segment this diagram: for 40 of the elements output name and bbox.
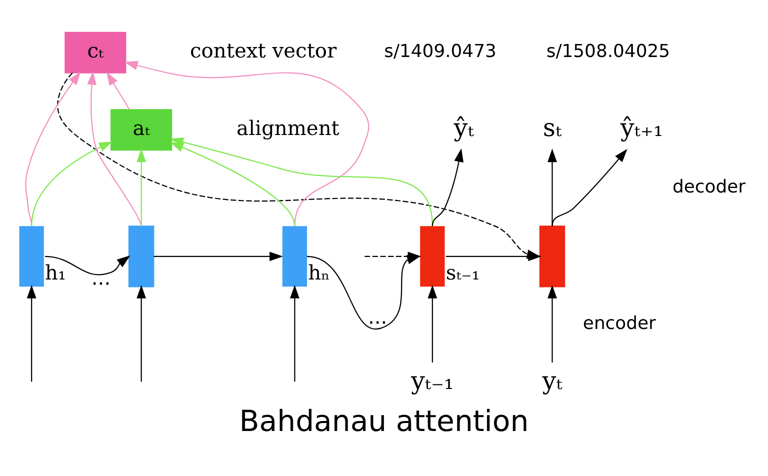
arrow [136,284,146,382]
arrow [124,60,370,226]
diagram-title: Bahdanau attention [239,403,529,438]
edge-label: ··· [91,270,111,295]
arrow [87,70,142,226]
arrow [26,284,36,382]
arrow [428,284,438,362]
arrow [446,251,542,261]
node-box: aₜ [110,108,172,150]
node-text: yₜ [542,366,562,395]
edge-label: ··· [368,310,388,334]
node-label: sₜ₋₁ [446,260,480,284]
node-text: yₜ₋₁ [410,366,454,395]
arrow [31,140,113,226]
node-bar [19,226,44,286]
node-label: alignment [236,115,340,140]
arrow [432,148,464,226]
label: s/1409.0473 [384,40,496,62]
node-label: h₁ [45,260,66,284]
arrow [548,148,557,226]
node-text: ŷₜ [454,112,474,142]
node-label: hₙ [308,260,330,284]
node-label: context vector [190,38,337,62]
arrow [106,71,130,110]
node-bar [539,225,566,287]
node-text: ŷₜ₊₁ [620,112,664,142]
arrow [136,148,146,226]
node-bar [128,225,154,287]
arrow [548,284,557,362]
label: encoder [582,312,656,334]
label: s/1508.04025 [546,40,670,62]
label: decoder [672,176,746,197]
arrow [154,251,283,261]
arrow [290,284,300,382]
arrow [44,254,130,275]
node-bar [420,226,445,286]
arrow [552,148,628,226]
node-bar [282,226,308,286]
node-box: cₜ [64,31,126,73]
node-text: sₜ [542,112,562,142]
